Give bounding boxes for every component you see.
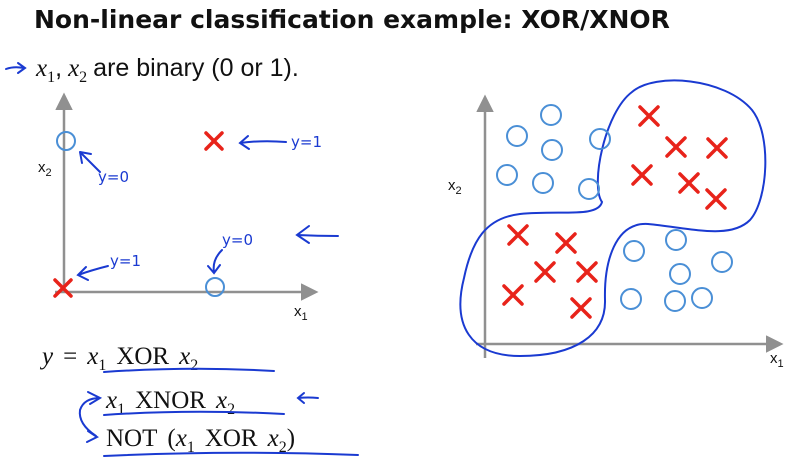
circle-point: [578, 178, 600, 200]
bullet-arrow-icon: [5, 62, 27, 74]
cross-point: [534, 261, 556, 283]
circle-point: [669, 263, 691, 285]
circle-point: [691, 287, 713, 309]
bullet-sub-1: 1: [47, 69, 55, 86]
note-arrow-top-left-icon: [79, 151, 101, 173]
circles-lower-right: [620, 229, 733, 312]
bullet-sep: ,: [55, 54, 62, 82]
cross-point: [638, 105, 660, 127]
circle-point: [532, 172, 554, 194]
left-x-axis-label: x1: [294, 303, 308, 323]
note-top-left: y=0: [98, 168, 129, 186]
bullet-var-x1: x: [35, 55, 47, 82]
note-top-right: y=1: [291, 133, 322, 151]
bullet-sub-2: 2: [79, 69, 87, 86]
right-x-axis-label: x1: [770, 350, 784, 370]
note-arrow-top-right-icon: [238, 135, 287, 150]
decision-boundary: [459, 79, 767, 358]
cross-point: [665, 136, 687, 158]
left-plot: x2 x1 y=0 y=1 y=1 y=0: [38, 92, 339, 323]
circle-point: [665, 229, 687, 251]
circle-point: [664, 290, 686, 312]
cross-point: [555, 232, 577, 254]
note-bottom-left: y=1: [110, 252, 141, 270]
cross-point: [678, 172, 700, 194]
slide-title: Non-linear classification example: XOR/X…: [34, 5, 670, 34]
circles-upper-left: [496, 104, 611, 200]
underline-1: [103, 367, 275, 373]
circle-point: [623, 240, 645, 262]
bullet-var-x2: x: [67, 55, 79, 82]
cross-point: [507, 224, 529, 246]
circle-point: [496, 164, 518, 186]
bracket-arrow-icon: [78, 391, 103, 443]
note-arrow-bottom-right-icon: [207, 249, 223, 275]
cross-point: [502, 284, 524, 306]
note-bottom-right: y=0: [222, 231, 253, 249]
left-circle-top: [56, 131, 76, 151]
underline-2: [103, 410, 285, 416]
circle-point: [620, 288, 642, 310]
left-circle-right: [205, 277, 225, 297]
bullet-desc: are binary (0 or 1).: [93, 54, 299, 82]
cross-point: [631, 164, 653, 186]
cross-point: [576, 261, 598, 283]
circle-point: [589, 128, 611, 150]
underline-3: [103, 451, 359, 457]
left-y-axis-label: x2: [38, 159, 52, 179]
pointer-arrow-icon: [295, 225, 339, 244]
crosses-lower-left: [502, 224, 598, 319]
circle-point: [541, 139, 563, 161]
left-cross-top: [204, 131, 224, 151]
crosses-upper-right: [631, 105, 728, 210]
left-cross-origin: [53, 278, 73, 298]
right-plot: x2 x1: [448, 79, 784, 370]
circle-point: [506, 125, 528, 147]
right-y-axis-label: x2: [448, 177, 462, 197]
cross-point: [705, 188, 727, 210]
note-arrow-bottom-left-icon: [76, 265, 109, 281]
circle-point: [540, 104, 562, 126]
cross-point: [570, 297, 592, 319]
line2-arrow-icon: [296, 392, 319, 404]
cross-point: [706, 137, 728, 159]
circle-point: [711, 251, 733, 273]
